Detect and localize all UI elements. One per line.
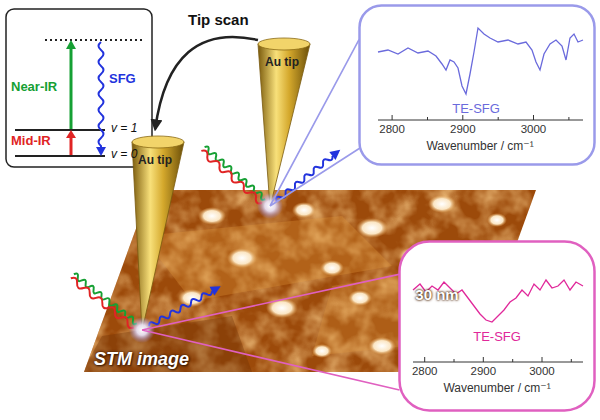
au-tip: Au tip: [130, 132, 186, 332]
axis-title: Wavenumber / cm⁻¹: [443, 382, 550, 396]
au-tip-cone-part: [258, 38, 310, 50]
beam-label: Mid-IR: [11, 134, 51, 149]
energy-level-inset-part: [70, 137, 73, 155]
stm-image-panel: 30 nm STM image: [82, 186, 538, 374]
stm-image-part-part: [227, 248, 257, 268]
image-label: STM image: [94, 349, 189, 370]
spectrum-panel-part: [360, 6, 595, 165]
level-label: v = 1: [111, 122, 137, 136]
beam-label: Near-IR: [11, 80, 57, 95]
spectrum-title: TE-SFG: [452, 102, 500, 117]
spectrum-title: TE-SFG: [473, 330, 521, 345]
spectrum-box: TE-SFG 2800 2900 3000Wavenumber / cm⁻¹: [358, 4, 596, 166]
spectrum-box: TE-SFG 2800 2900 3000Wavenumber / cm⁻¹: [398, 240, 596, 412]
spectrum-panel-part: [413, 280, 583, 322]
spectrum-panel-part: [413, 357, 583, 362]
energy-level-inset-part: [99, 42, 104, 148]
tick-label: 2900: [471, 365, 497, 378]
au-tip-cone-part: [258, 44, 310, 207]
stm-image-part-part: [292, 202, 316, 218]
tip-label: Au tip: [138, 154, 172, 168]
spectrum-panel-part: [400, 242, 595, 411]
tip-label: Au tip: [265, 56, 299, 70]
stm-image-part-part: [487, 213, 507, 227]
stm-image-part-part: [348, 290, 372, 306]
stm-image-part-part: [312, 344, 332, 358]
stm-image: [82, 186, 538, 374]
scale-label: 30 nm: [415, 286, 458, 303]
energy-level-inset-part: [66, 130, 76, 138]
stm-image-part-part: [428, 195, 456, 213]
au-tip: Au tip: [256, 36, 312, 208]
energy-level-inset-part: [66, 40, 76, 49]
stm-image-part-part: [82, 316, 252, 372]
stm-image-part-part: [266, 298, 298, 318]
sfg-arrowhead: [329, 146, 343, 160]
tick-label: 3000: [529, 365, 555, 378]
energy-level-inset-part: [96, 147, 106, 156]
tick-label: 2800: [379, 123, 405, 136]
stm-image-part-part: [198, 207, 226, 225]
level-label: v = 0: [111, 148, 137, 162]
stm-image-part-part: [178, 289, 206, 307]
energy-diagram-box: Near-IR SFG Mid-IR v = 1 v = 0: [5, 8, 153, 168]
stm-image-part-part: [368, 337, 396, 355]
energy-level-inset-part: [45, 39, 145, 41]
tick-label: 3000: [521, 123, 547, 136]
beam-label: SFG: [109, 72, 136, 87]
spectrum-panel-part: [378, 28, 583, 94]
energy-level-inset-part: [70, 48, 73, 129]
energy-level-inset-part: [6, 9, 152, 167]
tick-label: 2900: [450, 123, 476, 136]
stm-image-part-part: [320, 260, 344, 276]
au-tip-cone-part: [132, 136, 184, 148]
tick-label: 2800: [412, 365, 438, 378]
edge-label: Tip scan: [186, 11, 251, 29]
scan-arrow: [155, 37, 258, 129]
axis-title: Wavenumber / cm⁻¹: [426, 140, 533, 154]
stm-image-part-part: [356, 218, 388, 238]
